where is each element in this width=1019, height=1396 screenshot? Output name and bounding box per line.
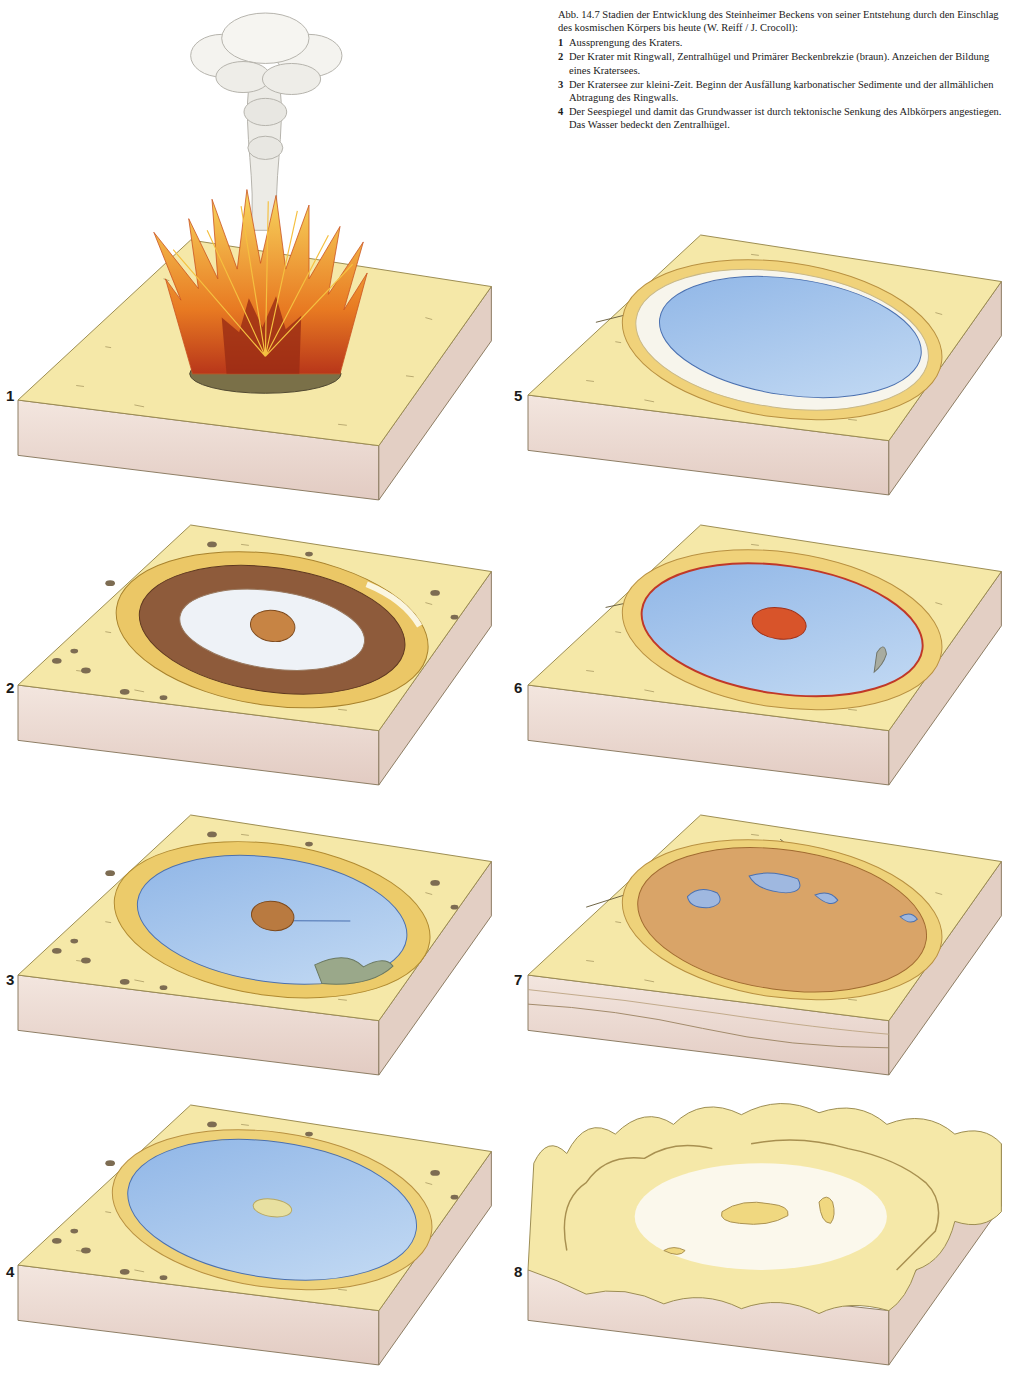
eroded-plateau [528, 1104, 1001, 1314]
crater [106, 533, 438, 727]
central-hill [721, 1202, 788, 1224]
panel-silted [528, 815, 1001, 1075]
strata [528, 1004, 889, 1048]
figure-caption: Abb. 14.7 Stadien der Entwicklung des St… [558, 8, 1010, 34]
caption-block: Abb. 14.7 Stadien der Entwicklung des St… [558, 8, 1010, 132]
rock-block [18, 815, 491, 1075]
panel-number: 1 [6, 388, 14, 403]
fireball [154, 190, 367, 374]
caption-item: 3Der Kratersee zur kleini-Zeit. Beginn d… [558, 78, 1010, 104]
caption-text: Aussprengung des Kraters. [569, 36, 1010, 49]
panel-crater [18, 525, 491, 785]
caption-text: Der Krater mit Ringwall, Zentralhügel un… [569, 50, 1010, 76]
panel-island [528, 525, 1001, 785]
hill [819, 1197, 834, 1223]
basin-floor [635, 1163, 887, 1270]
basin [612, 821, 953, 1020]
panel-today [528, 1104, 1001, 1365]
panel-number: 8 [514, 1264, 522, 1279]
panel-number: 5 [514, 388, 522, 403]
panel-number: 7 [514, 972, 522, 987]
hill [664, 1248, 685, 1255]
crater-lake [104, 823, 440, 1017]
panel-number: 6 [514, 680, 522, 695]
caption-item: 4Der Seespiegel und damit das Grundwasse… [558, 105, 1010, 131]
panel-high-lake [18, 1105, 491, 1365]
panel-explosion [18, 13, 491, 500]
crater-lake [612, 241, 953, 440]
rock-block [528, 235, 1001, 495]
caption-text: Der Kratersee zur kleini-Zeit. Beginn de… [569, 78, 1010, 104]
panel-number: 3 [6, 972, 14, 987]
crater-lake [102, 1111, 443, 1310]
panel-number: 4 [6, 1264, 14, 1279]
callout-number: 2 [558, 50, 569, 76]
callout-number: 3 [558, 78, 569, 104]
caption-item: 1Aussprengung des Kraters. [558, 36, 1010, 49]
rock-block [528, 815, 1001, 1075]
rock-block [18, 1105, 491, 1365]
rays [173, 201, 352, 356]
panel-number: 2 [6, 680, 14, 695]
mushroom-cloud [191, 13, 342, 230]
panel-lake-5 [528, 235, 1001, 495]
rock-block [528, 525, 1001, 785]
crater-lake [612, 531, 953, 730]
panel-lake [18, 815, 491, 1075]
caption-text: Der Seespiegel und damit das Grundwasser… [569, 105, 1010, 131]
callout-number: 1 [558, 36, 569, 49]
callout-number: 4 [558, 105, 569, 131]
rock-block [18, 525, 491, 785]
caption-item: 2Der Krater mit Ringwall, Zentralhügel u… [558, 50, 1010, 76]
cliffs [564, 1140, 938, 1270]
